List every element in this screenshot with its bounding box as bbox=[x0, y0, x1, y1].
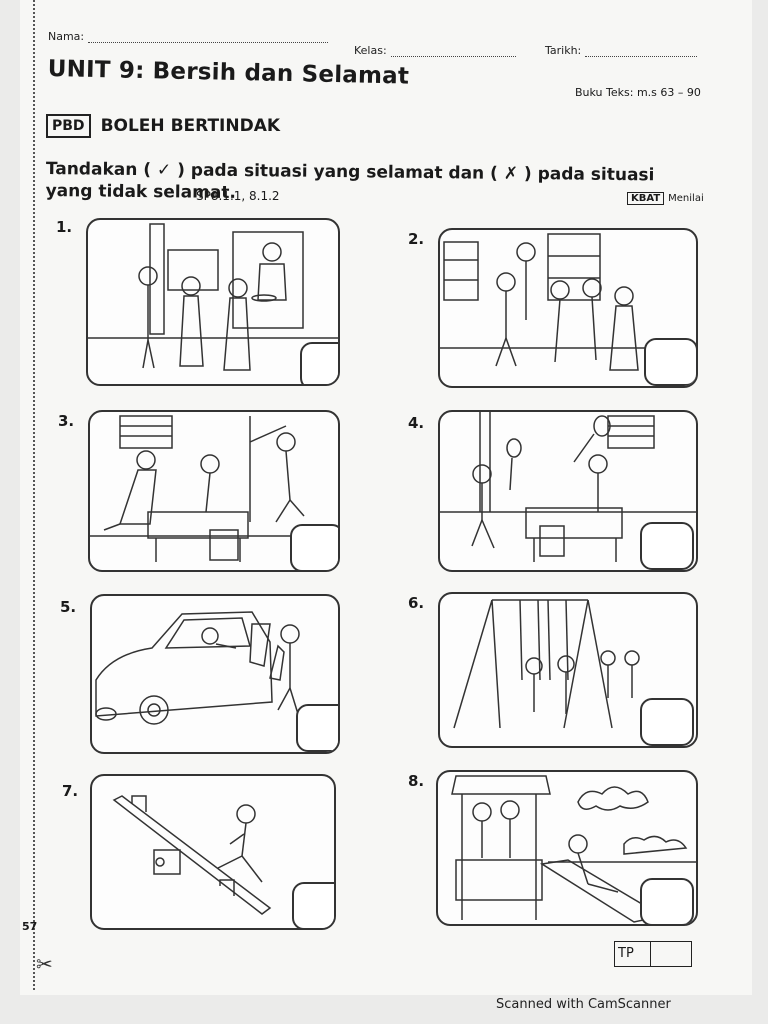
crowd-illustration bbox=[440, 233, 696, 371]
answer-box-8[interactable] bbox=[640, 878, 694, 924]
tp-score-box[interactable]: TP bbox=[614, 941, 692, 967]
section-heading: PBD BOLEH BERTINDAK bbox=[46, 114, 280, 138]
answer-box-2[interactable] bbox=[644, 338, 696, 386]
standards-code: SP8.1.1, 8.1.2 bbox=[196, 189, 280, 203]
name-label: Nama: bbox=[48, 30, 85, 43]
badminton-illustration bbox=[440, 412, 696, 562]
scene-5-car-door bbox=[90, 594, 340, 754]
textbook-reference: Buku Teks: m.s 63 – 90 bbox=[575, 86, 701, 99]
scanner-watermark: Scanned with CamScanner bbox=[496, 997, 671, 1012]
kbat-tag: KBAT Menilai bbox=[627, 192, 704, 205]
item-number-6: 6. bbox=[408, 594, 425, 612]
car-illustration bbox=[95, 611, 300, 725]
item-number-7: 7. bbox=[62, 782, 79, 800]
pbd-badge: PBD bbox=[46, 114, 91, 138]
item-number-5: 5. bbox=[60, 598, 77, 616]
scene-2-pushing-crowd bbox=[438, 228, 698, 388]
answer-box-3[interactable] bbox=[290, 524, 338, 570]
item-number-3: 3. bbox=[58, 412, 75, 430]
class-label: Kelas: bbox=[354, 44, 387, 57]
item-number-8: 8. bbox=[408, 772, 425, 790]
kbat-badge: KBAT bbox=[627, 192, 665, 205]
date-field[interactable]: Tarikh: bbox=[545, 44, 698, 57]
instruction-text: Tandakan ( ✓ ) pada situasi yang selamat… bbox=[45, 158, 655, 203]
answer-box-4[interactable] bbox=[640, 522, 694, 570]
swing-illustration bbox=[453, 599, 640, 729]
kbat-label: Menilai bbox=[668, 193, 704, 204]
canteen-illustration bbox=[88, 223, 338, 371]
page-number: 57 bbox=[22, 920, 38, 933]
seesaw-illustration bbox=[112, 795, 272, 915]
answer-box-1[interactable] bbox=[300, 342, 338, 384]
tp-score-cell[interactable] bbox=[651, 942, 691, 966]
tp-label: TP bbox=[615, 942, 651, 966]
scene-3-running-classroom bbox=[88, 410, 340, 572]
scene-6-swing bbox=[438, 592, 698, 748]
scene-1-canteen-queue bbox=[86, 218, 340, 386]
item-number-1: 1. bbox=[56, 218, 73, 236]
answer-box-7[interactable] bbox=[292, 882, 334, 928]
answer-box-6[interactable] bbox=[640, 698, 694, 746]
scene-4-badminton-indoors bbox=[438, 410, 698, 572]
scene-7-seesaw bbox=[90, 774, 336, 930]
name-field[interactable]: Nama: bbox=[48, 30, 329, 43]
cut-line bbox=[33, 0, 35, 990]
answer-box-5[interactable] bbox=[296, 704, 338, 752]
scene-8-slide bbox=[436, 770, 698, 926]
section-title: BOLEH BERTINDAK bbox=[100, 116, 281, 136]
class-field[interactable]: Kelas: bbox=[354, 44, 516, 57]
date-label: Tarikh: bbox=[545, 44, 582, 57]
scissors-icon: ✂ bbox=[36, 952, 53, 976]
item-number-4: 4. bbox=[408, 414, 425, 432]
slide-illustration bbox=[451, 775, 696, 923]
item-number-2: 2. bbox=[408, 230, 425, 248]
